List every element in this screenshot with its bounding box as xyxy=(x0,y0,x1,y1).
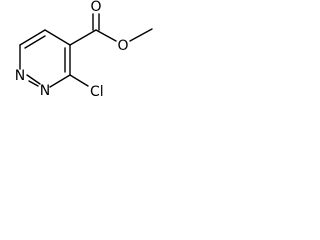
chemical-structure-diagram: O O N N Cl xyxy=(15,0,153,100)
bond-ester-o-methyl xyxy=(129,28,153,42)
atom-label-carbonyl-oxygen: O xyxy=(90,0,101,15)
bond-c5-c4 xyxy=(44,29,71,46)
bond-c3-n2 xyxy=(49,74,71,88)
atom-label-ring-nitrogen-2: N xyxy=(40,83,50,99)
bond-carbonyl-ester-o xyxy=(95,29,117,42)
bond-c6-c5-inner xyxy=(24,35,46,49)
bond-c3-cl xyxy=(69,74,89,87)
pyridazine-ring xyxy=(19,29,71,88)
bond-n2-n1 xyxy=(26,74,41,85)
atom-label-chlorine: Cl xyxy=(90,84,104,100)
methyl-ester-group xyxy=(69,13,153,46)
atom-label-ring-nitrogen-1: N xyxy=(15,68,25,84)
atom-label-ester-oxygen: O xyxy=(117,38,128,54)
bond-c6-c5 xyxy=(19,29,46,46)
bond-c4-carbonyl xyxy=(69,29,97,46)
bond-n2-n1-inner xyxy=(28,80,39,87)
